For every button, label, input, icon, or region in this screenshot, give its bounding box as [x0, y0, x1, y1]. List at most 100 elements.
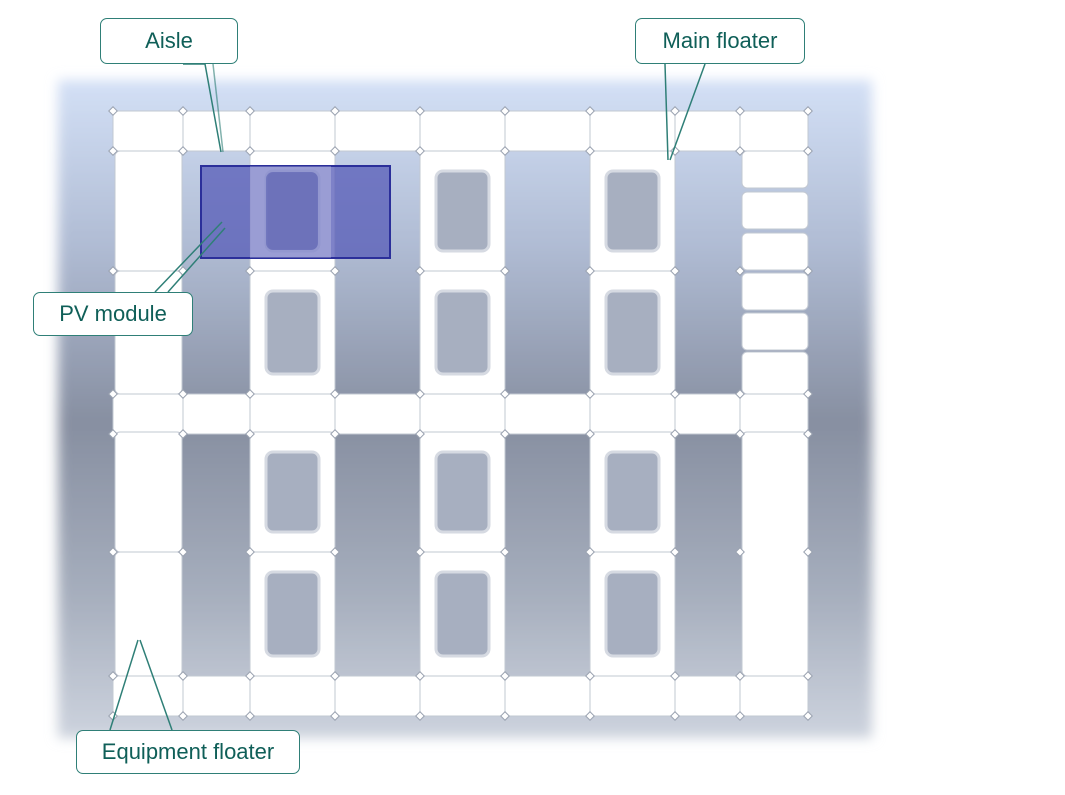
connector-node	[585, 711, 595, 721]
connector-node	[803, 671, 813, 681]
connector-node	[735, 106, 745, 116]
module-opening	[434, 289, 491, 376]
connector-node	[735, 671, 745, 681]
connector-node	[670, 389, 680, 399]
walkway-floater	[419, 393, 506, 435]
connector-node	[245, 389, 255, 399]
walkway-floater	[419, 675, 506, 717]
connector-node	[108, 429, 118, 439]
equipment-floater-small	[741, 272, 809, 311]
callout-pv-module: PV module	[33, 292, 193, 336]
walkway-floater	[504, 110, 591, 152]
callout-equipment-floater-label: Equipment floater	[101, 739, 275, 764]
connector-node	[415, 266, 425, 276]
equipment-floater-small	[741, 351, 809, 395]
module-opening	[434, 450, 491, 534]
equipment-floater	[114, 150, 183, 272]
walkway-floater	[589, 393, 676, 435]
walkway-floater	[674, 675, 741, 717]
walkway-floater	[334, 393, 421, 435]
walkway-floater	[419, 110, 506, 152]
connector-node	[803, 547, 813, 557]
connector-node	[500, 547, 510, 557]
walkway-floater	[739, 675, 809, 717]
connector-node	[108, 547, 118, 557]
walkway-floater	[334, 110, 421, 152]
connector-node	[330, 146, 340, 156]
connector-node	[108, 146, 118, 156]
connector-node	[735, 711, 745, 721]
floater-grid	[108, 106, 813, 721]
walkway-floater	[589, 110, 676, 152]
walkway-floater	[739, 393, 809, 435]
connector-node	[415, 671, 425, 681]
pv-module	[200, 165, 391, 259]
walkway-floater	[334, 675, 421, 717]
connector-node	[585, 671, 595, 681]
pv-module-leader	[154, 221, 223, 293]
connector-node	[178, 146, 188, 156]
connector-node	[330, 266, 340, 276]
connector-node	[108, 671, 118, 681]
connector-node	[178, 429, 188, 439]
connector-node	[500, 429, 510, 439]
module-opening	[604, 289, 661, 376]
walkway-floater	[674, 393, 741, 435]
connector-node	[735, 146, 745, 156]
walkway-floater	[182, 675, 251, 717]
aisle-leader	[183, 63, 222, 153]
connector-node	[108, 266, 118, 276]
connector-node	[415, 106, 425, 116]
connector-node	[245, 106, 255, 116]
module-opening	[264, 289, 321, 376]
connector-node	[803, 146, 813, 156]
walkway-floater	[182, 393, 251, 435]
equipment-floater-small	[741, 150, 809, 189]
equipment-floater	[114, 431, 183, 553]
module-opening	[604, 169, 661, 253]
connector-node	[500, 266, 510, 276]
callout-aisle-label: Aisle	[145, 28, 193, 53]
connector-node	[585, 266, 595, 276]
connector-node	[415, 389, 425, 399]
connector-node	[670, 547, 680, 557]
connector-node	[670, 266, 680, 276]
connector-node	[108, 389, 118, 399]
callout-aisle: Aisle	[100, 18, 238, 64]
equipment-floater-small	[741, 312, 809, 351]
connector-node	[585, 146, 595, 156]
connector-node	[415, 547, 425, 557]
walkway-floater	[112, 393, 184, 435]
connector-node	[735, 547, 745, 557]
walkway-floater	[589, 675, 676, 717]
connector-node	[178, 547, 188, 557]
connector-node	[330, 547, 340, 557]
connector-node	[735, 266, 745, 276]
walkway-floater	[739, 110, 809, 152]
connector-node	[415, 146, 425, 156]
connector-node	[178, 671, 188, 681]
module-opening	[604, 570, 661, 658]
pv-module-leader-2	[167, 227, 226, 293]
connector-node	[330, 671, 340, 681]
connector-node	[670, 106, 680, 116]
leader-lines	[109, 63, 706, 731]
module-opening	[434, 570, 491, 658]
main-floater-leader-2	[669, 63, 706, 161]
connector-node	[330, 106, 340, 116]
connector-node	[245, 146, 255, 156]
callout-pv-module-label: PV module	[59, 301, 167, 326]
module-opening	[434, 169, 491, 253]
connector-node	[585, 106, 595, 116]
walkway-floater	[504, 675, 591, 717]
module-opening	[264, 570, 321, 658]
connector-node	[245, 429, 255, 439]
connector-node	[735, 389, 745, 399]
module-opening	[604, 450, 661, 534]
connector-node	[500, 711, 510, 721]
connector-node	[178, 711, 188, 721]
equipment-floater-leader	[109, 639, 139, 731]
connector-node	[585, 547, 595, 557]
connector-node	[670, 429, 680, 439]
